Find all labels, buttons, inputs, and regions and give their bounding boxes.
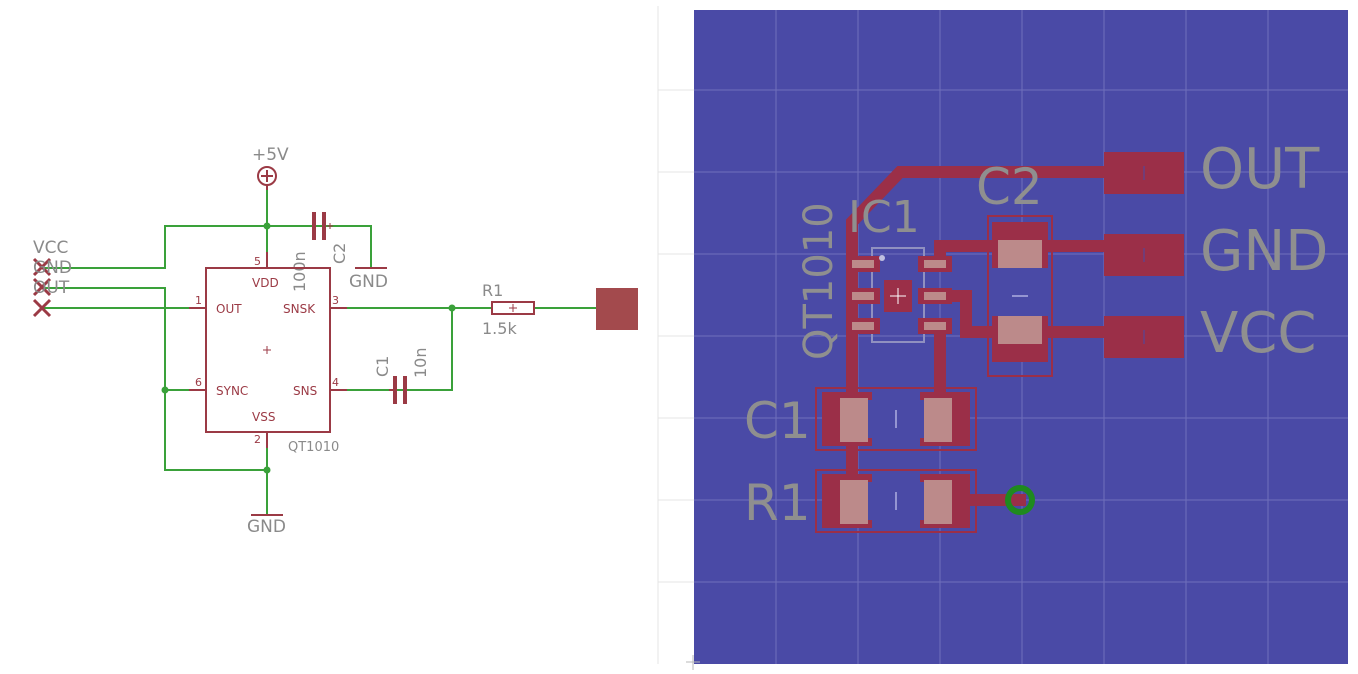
- ic-pin-sync-label: SYNC: [216, 384, 248, 398]
- capacitor-c2-symbol[interactable]: 100n C2: [290, 212, 349, 292]
- ic-value-label: QT1010: [288, 440, 339, 455]
- copper-traces: [846, 166, 1150, 506]
- c2-designator: C2: [976, 158, 1043, 216]
- ic1-designator: IC1: [848, 192, 920, 243]
- sense-via[interactable]: [1005, 485, 1035, 515]
- ic-pin-num-2: 2: [254, 433, 261, 446]
- board-label-out: OUT: [1200, 137, 1320, 202]
- supply-5v-symbol[interactable]: +5V: [252, 145, 289, 190]
- board-outer-grid: [657, 6, 694, 664]
- ic-pin-num-5: 5: [254, 255, 261, 268]
- r1-footprint[interactable]: R1: [744, 469, 977, 533]
- gnd-symbol-top[interactable]: GND: [349, 267, 388, 292]
- connector-pin-markers[interactable]: [32, 257, 52, 318]
- connector-pin-gnd: GND: [33, 258, 72, 278]
- sense-electrode-pad[interactable]: [596, 288, 638, 330]
- ic-pin-num-3: 3: [332, 294, 339, 307]
- resistor-r1-name: R1: [482, 281, 503, 300]
- ic-pin-vss-label: VSS: [252, 410, 275, 424]
- board-origin-cross: [686, 655, 700, 670]
- schematic-wires: [42, 190, 596, 515]
- resistor-r1-symbol[interactable]: R1 1.5k: [482, 281, 535, 338]
- supply-5v-label: +5V: [252, 145, 289, 165]
- ic-pin-num-1: 1: [195, 294, 202, 307]
- connector-pin-out: OUT: [33, 278, 70, 298]
- connector-pin-labels: VCC GND OUT: [33, 238, 72, 298]
- connector-pin-vcc: VCC: [33, 238, 68, 258]
- r1-designator: R1: [744, 474, 811, 532]
- gnd-symbol-bottom[interactable]: GND: [247, 514, 286, 537]
- gnd-label-bottom: GND: [247, 517, 286, 537]
- capacitor-c1-value: 10n: [411, 348, 430, 379]
- ic-qt1010-symbol[interactable]: OUT VDD SNSK SYNC SNS VSS 1 6 3 4 5 2 QT…: [189, 252, 347, 455]
- gnd-label-top: GND: [349, 272, 388, 292]
- ic-pin-num-4: 4: [332, 376, 339, 389]
- schematic-junctions: [161, 222, 456, 474]
- ic-pin-snsk-label: SNSK: [283, 302, 316, 316]
- ic1-footprint[interactable]: IC1 QT1010: [796, 192, 952, 360]
- schematic-view[interactable]: +5V GND GND VCC GND OUT 100: [32, 145, 638, 537]
- capacitor-c2-name: C2: [330, 243, 349, 264]
- board-label-vcc: VCC: [1200, 301, 1317, 366]
- ic-pin-vdd-label: VDD: [252, 276, 279, 290]
- ic-pin-out-label: OUT: [216, 302, 242, 316]
- ic-pin-sns-label: SNS: [293, 384, 317, 398]
- connector-pad-labels: OUT GND VCC: [1200, 137, 1328, 366]
- capacitor-c1-symbol[interactable]: C1 10n: [373, 348, 430, 405]
- board-view[interactable]: OUT GND VCC: [657, 6, 1348, 670]
- ic1-value: QT1010: [796, 202, 842, 360]
- c1-footprint[interactable]: C1: [744, 387, 977, 451]
- board-label-gnd: GND: [1200, 219, 1328, 284]
- capacitor-c2-value: 100n: [290, 251, 309, 292]
- c1-designator: C1: [744, 392, 811, 450]
- c2-footprint[interactable]: C2: [976, 158, 1053, 377]
- resistor-r1-value: 1.5k: [482, 319, 517, 338]
- ic-pin-num-6: 6: [195, 376, 202, 389]
- capacitor-c1-name: C1: [373, 356, 392, 377]
